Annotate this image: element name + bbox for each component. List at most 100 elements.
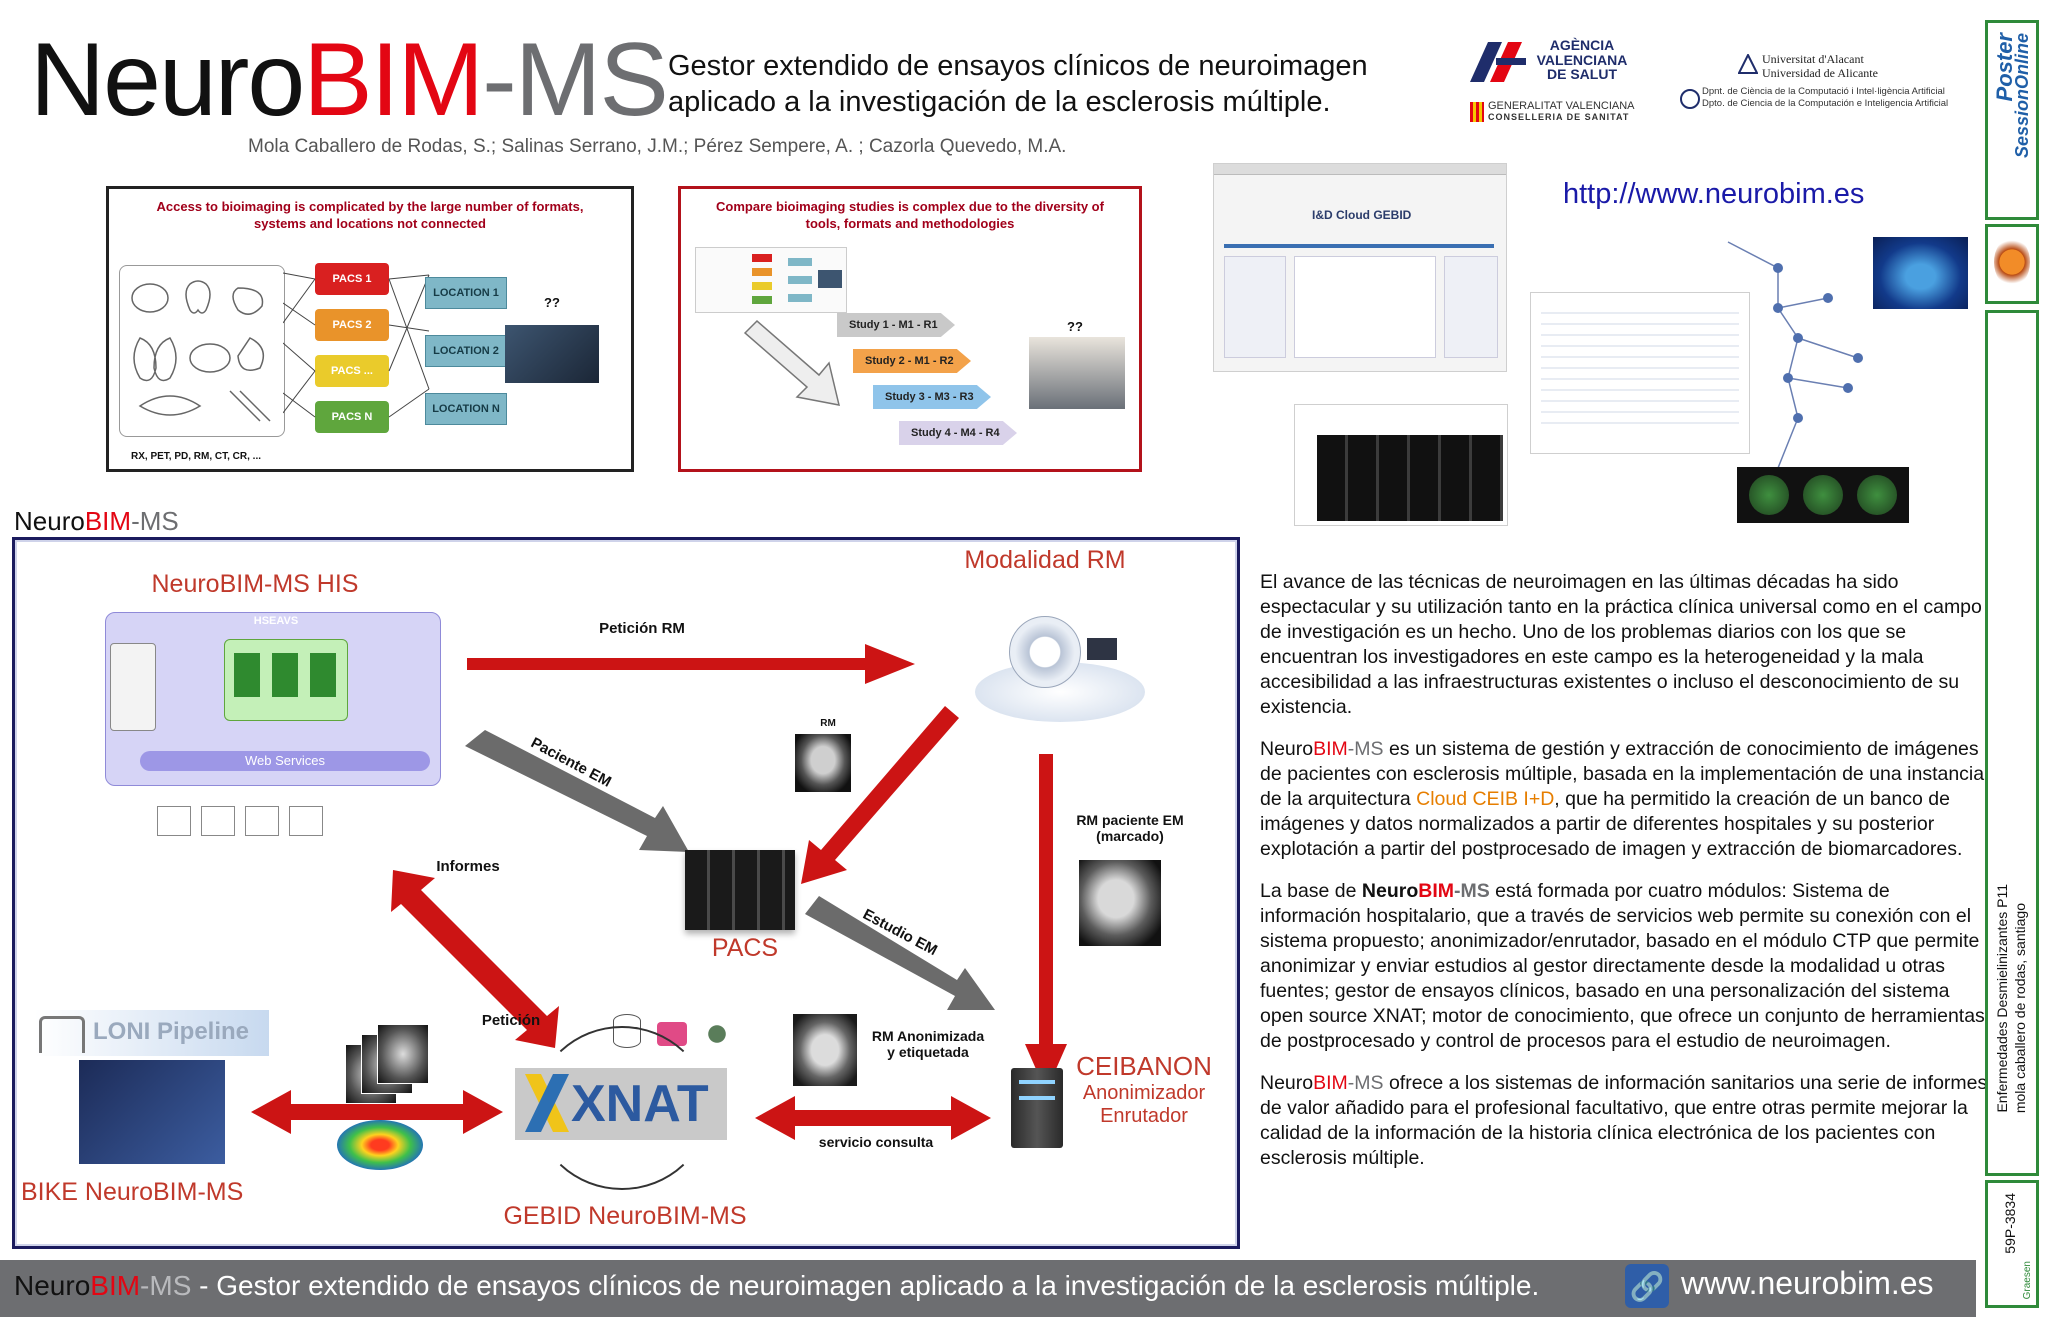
study-2-tag: Study 2 - M1 - R2: [853, 349, 971, 373]
ua-line-2: Universidad de Alicante: [1762, 66, 1878, 81]
pacs-label: PACS: [711, 934, 779, 962]
poster-session-sidebar: Poster SessionOnline Enfermedades Desmie…: [1985, 20, 2039, 1308]
ceibanon-server-icon: [1011, 1068, 1063, 1148]
rm-paciente-thumbnail: [1079, 860, 1161, 946]
pacs-server-icon: [685, 850, 795, 930]
study-3-tag: Study 3 - M3 - R3: [873, 385, 991, 409]
organs-icon: [131, 280, 271, 422]
seal-icon: [1994, 237, 2030, 287]
compare-studies-panel: Compare bioimaging studies is complex du…: [678, 186, 1142, 472]
loni-graph-screenshot: [79, 1060, 225, 1164]
anonimizador-label: Anonimizador: [1082, 1081, 1206, 1104]
authors: Mola Caballero de Rodas, S.; Salinas Ser…: [248, 136, 1067, 157]
dccia-mark-icon: [1680, 89, 1700, 109]
poster-title: NeuroBIM-MS: [30, 22, 669, 138]
agencia-line-1: AGÈNCIA: [1549, 37, 1615, 53]
pacs-2-box: PACS 2: [315, 309, 389, 341]
paciente-em-arrow: [465, 730, 689, 852]
agencia-mark-icon: [1470, 42, 1526, 82]
description-text: El avance de las técnicas de neuroimagen…: [1260, 570, 1995, 1188]
mri-slices-image: [1317, 435, 1503, 521]
dept-line-2: Dpto. de Ciencia de la Computación e Int…: [1702, 98, 1949, 110]
dccia-logo: Dpnt. de Ciència de la Computació i Inte…: [1680, 86, 1948, 112]
section-label: NeuroBIM-MS: [14, 506, 179, 536]
study-1-tag: Study 1 - M1 - R1: [837, 313, 955, 337]
subtitle-line-2: aplicado a la investigación de la escler…: [668, 86, 1331, 119]
session-online-label: SessionOnline: [2012, 33, 2032, 159]
pipeline-graph-screenshot: [1708, 238, 1898, 478]
informes-arrow: [391, 870, 559, 1048]
peticion-rm-arrow: [467, 644, 915, 684]
paragraph-4: NeuroBIM-MS ofrece a los sistemas de inf…: [1260, 1072, 1988, 1169]
paragraph-3: La base de NeuroBIM-MS está formada por …: [1260, 880, 1985, 1052]
pacs-n-box: PACS N: [315, 401, 389, 433]
organs-illustration: [119, 265, 285, 437]
poster-code-box: 59P-3834 Graesen: [1985, 1180, 2039, 1308]
location-2-box: LOCATION 2: [425, 335, 507, 367]
ua-line-1: Universitat d'Alacant: [1762, 52, 1864, 66]
panel-1-question: ??: [544, 295, 560, 310]
his-clients-row: [157, 806, 327, 836]
his-label: NeuroBIM-MS HIS: [151, 570, 359, 598]
rm-anonimizada-line-2: y etiquetada: [887, 1044, 969, 1060]
estudio-em-arrow: [805, 896, 995, 1010]
panel-1-title: Access to bioimaging is complicated by t…: [156, 199, 584, 231]
rm-anonimizada-thumbnail: [793, 1014, 857, 1086]
footer-title: NeuroBIM-MS - Gestor extendido de ensayo…: [14, 1270, 1540, 1301]
poster-session-online-logo: Poster SessionOnline: [1985, 20, 2039, 220]
peticion-rm-label: Petición RM: [599, 620, 685, 637]
hseavs-label: HSEAVS: [253, 615, 299, 627]
rm-anonimizada-line-1: RM Anonimizada: [871, 1028, 985, 1044]
file-tree-screenshot: [1530, 292, 1750, 454]
dept-line-1: Dpnt. de Ciència de la Computació i Inte…: [1702, 86, 1945, 97]
rm-paciente-line-2: (marcado): [1096, 828, 1164, 844]
modalidad-rm-label: Modalidad RM: [964, 546, 1126, 574]
big-arrow-icon: [743, 319, 840, 406]
informes-label: Informes: [436, 858, 500, 875]
bike-label: BIKE NeuroBIM-MS: [21, 1178, 244, 1206]
generalitat-line-2: CONSELLERIA DE SANITAT: [1488, 111, 1630, 122]
brain-heatmap-image: [337, 1120, 423, 1170]
panel-2-question: ??: [1067, 319, 1083, 334]
society-seal: [1985, 224, 2039, 304]
agencia-line-3: DE SALUT: [1547, 66, 1617, 83]
website-url-link[interactable]: http://www.neurobim.es: [1563, 178, 1865, 210]
doctors-team-photo: [1029, 337, 1125, 409]
brand-label: Graesen: [2022, 1261, 2033, 1300]
agencia-valenciana-logo: AGÈNCIA VALENCIANA DE SALUT: [1468, 36, 1638, 88]
gebid-web-screenshot: I&D Cloud GEBID: [1213, 163, 1507, 372]
generalitat-line-1: GENERALITAT VALENCIANA: [1488, 100, 1635, 112]
ua-mark-icon: [1737, 52, 1759, 74]
paragraph-2: NeuroBIM-MS es un sistema de gestión y e…: [1260, 738, 1985, 860]
loni-pipeline-logo: LONI Pipeline: [35, 1010, 269, 1056]
rm-small-label: RM: [820, 718, 836, 729]
mini-diagram-thumbnail: [695, 247, 847, 313]
green-brain-slices-image: [1737, 467, 1909, 523]
mri-grid-screenshot: [1294, 404, 1508, 526]
agencia-line-2: VALENCIANA: [1536, 51, 1628, 68]
generalitat-flag-icon: [1470, 102, 1484, 122]
xnat-loop: [535, 1026, 709, 1190]
link-icon: 🔗: [1625, 1264, 1669, 1308]
web-services-bar: Web Services: [140, 751, 430, 771]
servicio-consulta-arrow: [755, 1096, 991, 1140]
pacs-1-box: PACS 1: [315, 263, 389, 295]
rm-paciente-line-1: RM paciente EM: [1076, 812, 1184, 828]
servicio-consulta-label: servicio consulta: [818, 1134, 934, 1150]
pipeline-graph-icon: [1727, 241, 1863, 469]
architecture-diagram: NeuroBIM-MS HIS HSEAVS Web Services Moda…: [12, 537, 1240, 1249]
access-bioimaging-panel: Access to bioimaging is complicated by t…: [106, 186, 634, 472]
poster-subtitle: Gestor extendido de ensayos clínicos de …: [668, 48, 1368, 121]
footer-url-link[interactable]: www.neurobim.es: [1681, 1265, 1934, 1301]
mri-stack-thumbnail: [345, 1024, 435, 1104]
panel-1-modalities: RX, PET, PD, RM, CT, CR, ...: [131, 451, 262, 462]
pacs-dots-box: PACS ...: [315, 355, 389, 387]
faucet-icon: [39, 1016, 85, 1053]
enrutador-label: Enrutador: [1100, 1104, 1188, 1127]
subtitle-line-1: Gestor extendido de ensayos clínicos de …: [668, 50, 1368, 82]
poster-info-box: Enfermedades Desmielinizantes P11 mola c…: [1985, 310, 2039, 1176]
location-1-box: LOCATION 1: [425, 277, 507, 309]
location-n-box: LOCATION N: [425, 393, 507, 425]
peticion-label: Petición: [481, 1012, 541, 1029]
ceibanon-label: CEIBANON: [1076, 1051, 1212, 1081]
